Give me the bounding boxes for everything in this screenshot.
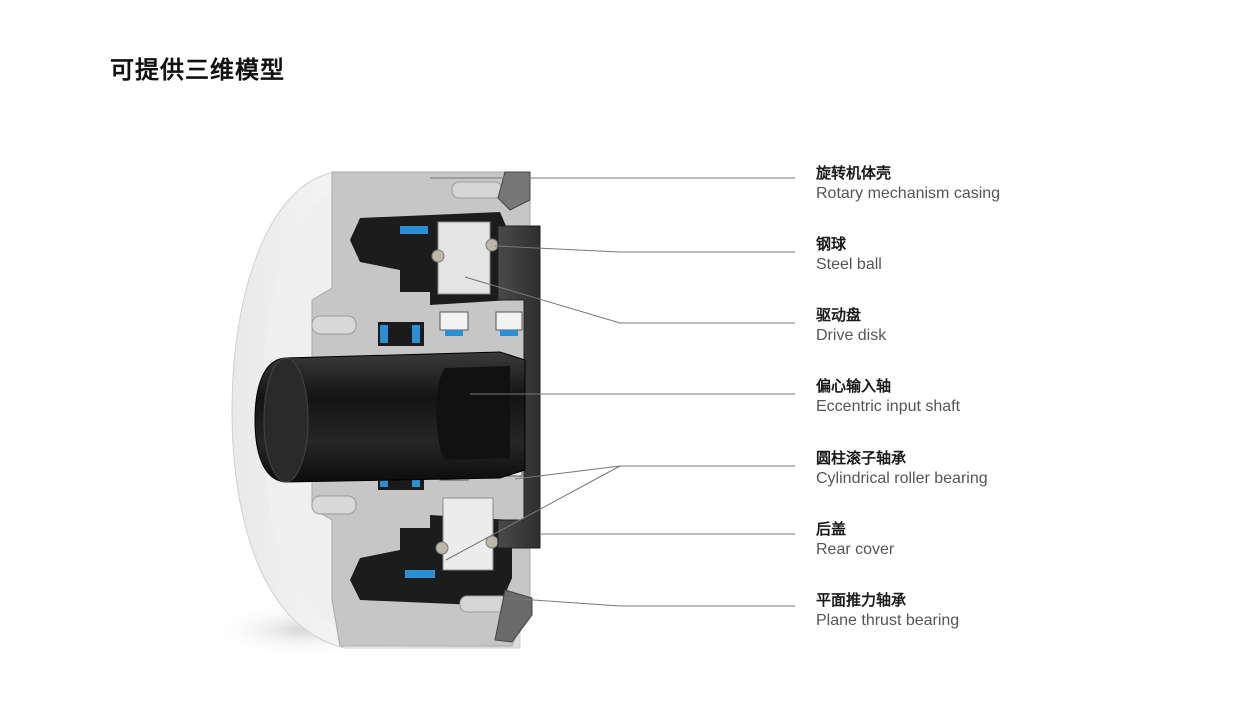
shaft-bore <box>436 366 510 460</box>
label-zh: 平面推力轴承 <box>816 591 907 609</box>
leader-lines <box>430 177 795 607</box>
roller-bearing-blue <box>445 330 463 336</box>
label-eccentric-shaft: 偏心输入轴 Eccentric input shaft <box>816 379 960 415</box>
label-drive-disk: 驱动盘 Drive disk <box>816 308 886 344</box>
seal-ring-blue <box>412 325 420 343</box>
label-en: Cylindrical roller bearing <box>816 470 988 487</box>
leader-line-roller-bearing-1 <box>514 465 795 480</box>
steel-ball <box>435 541 449 555</box>
label-zh: 偏心输入轴 <box>816 377 892 395</box>
label-en: Eccentric input shaft <box>816 398 961 415</box>
leader-line-steel-ball <box>494 245 795 253</box>
label-zh: 钢球 <box>816 235 847 253</box>
label-en: Rear cover <box>816 541 895 558</box>
label-rear-cover: 后盖 Rear cover <box>816 522 894 558</box>
leader-line-thrust-bearing <box>504 597 795 607</box>
label-zh: 后盖 <box>816 520 847 538</box>
label-rotary-casing: 旋转机体壳 Rotary mechanism casing <box>816 166 1000 202</box>
leader-line-drive-disk <box>464 276 795 324</box>
label-en: Steel ball <box>816 256 882 273</box>
label-thrust-bearing: 平面推力轴承 Plane thrust bearing <box>816 593 959 629</box>
leader-line-roller-bearing-2 <box>445 465 621 561</box>
page-title: 可提供三维模型 <box>110 56 285 84</box>
roller-bearing-blue <box>500 330 518 336</box>
label-en: Drive disk <box>816 327 887 344</box>
label-steel-ball: 钢球 Steel ball <box>816 237 882 273</box>
seal-ring-blue <box>405 570 435 578</box>
steel-ball <box>485 238 499 252</box>
label-zh: 驱动盘 <box>816 306 862 324</box>
label-zh: 旋转机体壳 <box>816 164 892 182</box>
thrust-bearing-detail <box>494 589 533 643</box>
housing-pin <box>451 181 503 199</box>
housing-pin <box>311 495 357 515</box>
drive-disk-upper <box>437 221 491 295</box>
rear-cover <box>497 225 541 549</box>
housing-pin <box>311 315 357 335</box>
label-en: Rotary mechanism casing <box>816 185 1001 202</box>
label-zh: 圆柱滚子轴承 <box>816 449 907 467</box>
roller-bearing <box>495 311 523 331</box>
drive-disk-lower <box>442 497 494 571</box>
seal-ring-blue <box>400 226 428 234</box>
casing-seal <box>497 171 531 211</box>
roller-bearing <box>439 311 469 331</box>
shaft-end-face <box>263 357 309 483</box>
seal-ring-blue <box>380 325 388 343</box>
label-en: Plane thrust bearing <box>816 612 960 629</box>
label-roller-bearing: 圆柱滚子轴承 Cylindrical roller bearing <box>816 451 988 487</box>
steel-ball <box>431 249 445 263</box>
